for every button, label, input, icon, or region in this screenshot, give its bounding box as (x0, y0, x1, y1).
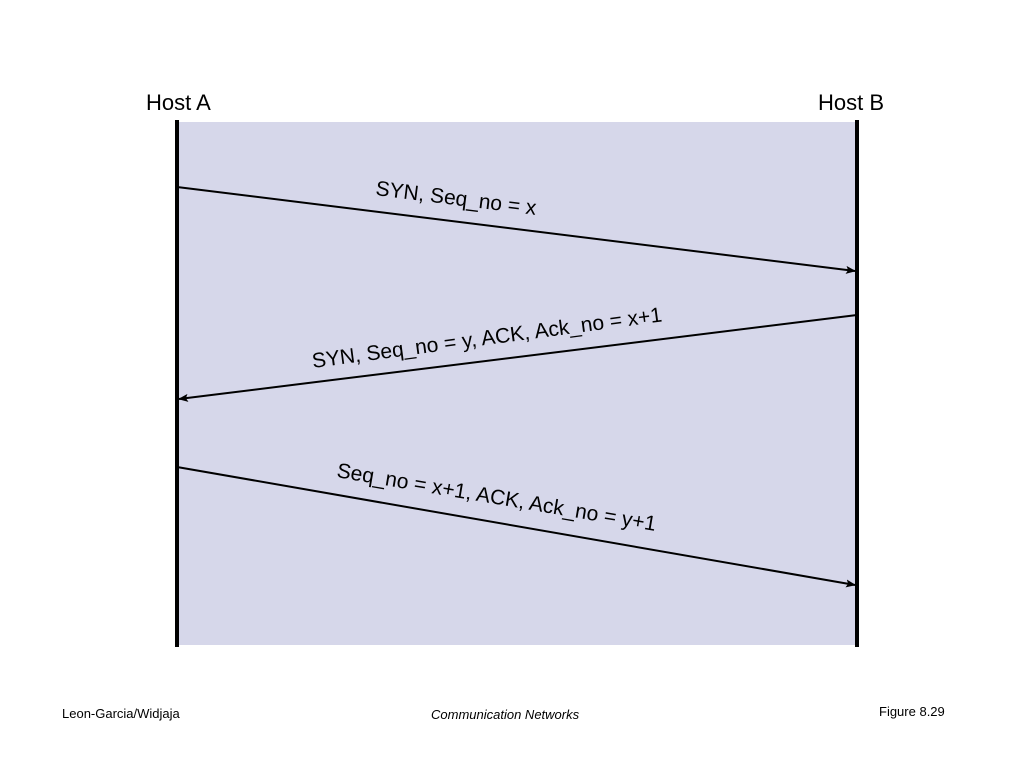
message-arrow-ack (176, 466, 856, 588)
footer-authors: Leon-Garcia/Widjaja (62, 706, 180, 721)
timeline-background (177, 122, 858, 645)
footer-book-title: Communication Networks (431, 707, 580, 722)
host-b-label: Host B (818, 90, 884, 115)
message-arrow-syn-ack (178, 314, 858, 402)
host-a-label: Host A (146, 90, 211, 115)
footer-figure-number: Figure 8.29 (879, 704, 945, 719)
message-arrow-syn (176, 186, 856, 274)
